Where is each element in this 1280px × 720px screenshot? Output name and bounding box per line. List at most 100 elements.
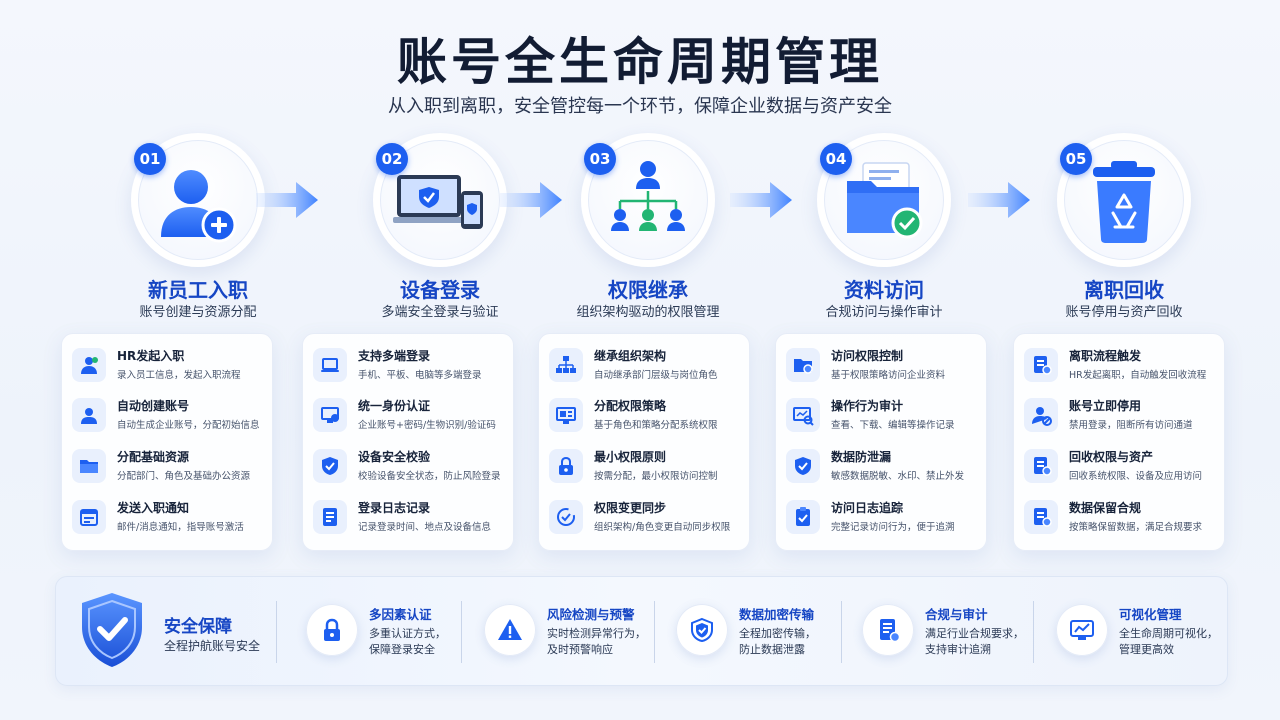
item-desc: 敏感数据脱敏、水印、禁止外发 <box>831 471 965 482</box>
list-item: 分配基础资源 分配部门、角色及基础办公资源 <box>72 443 268 487</box>
item-desc: HR发起离职，自动触发回收流程 <box>1069 370 1207 381</box>
item-desc: 手机、平板、电脑等多端登录 <box>358 370 482 381</box>
stage-permission: 03 权限继承 组织架构驱动的权限管理 <box>538 133 758 323</box>
divider <box>1033 601 1034 663</box>
item-title: 自动创建账号 <box>117 399 190 413</box>
item-desc: 回收系统权限、设备及应用访问 <box>1069 471 1203 482</box>
list-item: 离职流程触发 HR发起离职，自动触发回收流程 <box>1024 342 1220 386</box>
devices-icon <box>393 155 487 249</box>
item-desc: 查看、下载、编辑等操作记录 <box>831 420 955 431</box>
stage-number: 03 <box>584 143 616 175</box>
item-desc: 企业账号+密码/生物识别/验证码 <box>358 420 496 431</box>
divider <box>841 601 842 663</box>
list-item: 访问权限控制 基于权限策略访问企业资料 <box>786 342 982 386</box>
shield-icon <box>676 604 728 656</box>
feature-desc-1: 全生命周期可视化， <box>1119 627 1218 640</box>
item-title: 账号立即停用 <box>1069 399 1142 413</box>
security-title: 安全保障 <box>164 617 232 637</box>
folder-icon <box>72 449 106 483</box>
item-desc: 自动生成企业账号，分配初始信息 <box>117 420 260 431</box>
user-badge-icon <box>72 398 106 432</box>
stage-name: 离职回收 <box>1084 278 1164 302</box>
item-desc: 禁用登录，阻断所有访问通道 <box>1069 420 1193 431</box>
policy-icon <box>549 398 583 432</box>
feature-encryption: 数据加密传输 全程加密传输， 防止数据泄露 <box>676 600 846 664</box>
stage-desc: 账号创建与资源分配 <box>139 305 257 320</box>
flow-arrow-icon <box>730 182 792 218</box>
item-desc: 自动继承部门层级与岗位角色 <box>594 370 718 381</box>
stage-name: 资料访问 <box>844 278 924 302</box>
item-title: 登录日志记录 <box>358 501 431 515</box>
hierarchy-icon <box>549 348 583 382</box>
item-title: 分配权限策略 <box>594 399 667 413</box>
item-title: 统一身份认证 <box>358 399 431 413</box>
audit-icon <box>786 398 820 432</box>
stage-onboarding: 01 新员工入职 账号创建与资源分配 <box>88 133 308 323</box>
flow-arrow-icon <box>500 182 562 218</box>
list-item: 访问日志追踪 完整记录访问行为，便于追溯 <box>786 494 982 538</box>
item-title: 离职流程触发 <box>1069 349 1142 363</box>
list-item: 数据保留合规 按策略保留数据，满足合规要求 <box>1024 494 1220 538</box>
feature-desc-1: 全程加密传输， <box>739 627 816 640</box>
list-item: 权限变更同步 组织架构/角色变更自动同步权限 <box>549 494 745 538</box>
feature-desc-2: 及时预警响应 <box>547 643 613 656</box>
item-desc: 记录登录时间、地点及设备信息 <box>358 522 492 533</box>
item-desc: 基于权限策略访问企业资料 <box>831 370 946 381</box>
laptop-icon <box>313 348 347 382</box>
feature-desc-1: 多重认证方式， <box>369 627 446 640</box>
item-title: 回收权限与资产 <box>1069 450 1154 464</box>
org-chart-icon <box>601 155 695 249</box>
item-desc: 组织架构/角色变更自动同步权限 <box>594 522 731 533</box>
list-item: 账号立即停用 禁用登录，阻断所有访问通道 <box>1024 392 1220 436</box>
feature-risk: 风险检测与预警 实时检测异常行为， 及时预警响应 <box>484 600 654 664</box>
item-title: 数据保留合规 <box>1069 501 1142 515</box>
doc-return-icon <box>1024 449 1058 483</box>
item-title: 权限变更同步 <box>594 501 667 515</box>
item-desc: 按需分配，最小权限访问控制 <box>594 471 718 482</box>
stage-name: 权限继承 <box>608 278 688 302</box>
monitor-check-icon <box>313 398 347 432</box>
document-icon <box>862 604 914 656</box>
stage-number: 01 <box>134 143 166 175</box>
item-title: 访问日志追踪 <box>831 501 904 515</box>
security-bar: 安全保障 全程护航账号安全 多因素认证 多重认证方式， 保障登录安全 风险检测与… <box>55 576 1228 686</box>
list-item: 发送入职通知 邮件/消息通知，指导账号激活 <box>72 494 268 538</box>
flow-arrow-icon <box>256 182 318 218</box>
hr-user-icon <box>72 348 106 382</box>
doc-keep-icon <box>1024 500 1058 534</box>
feature-title: 多因素认证 <box>369 607 432 622</box>
page-title: 账号全生命周期管理 <box>397 33 883 91</box>
feature-desc-1: 实时检测异常行为， <box>547 627 646 640</box>
shield-check-icon <box>82 593 142 667</box>
feature-desc-1: 满足行业合规要求， <box>925 627 1024 640</box>
stage-card-device-login: 支持多端登录 手机、平板、电脑等多端登录 统一身份认证 企业账号+密码/生物识别… <box>302 333 514 551</box>
stage-name: 新员工入职 <box>148 278 248 302</box>
divider <box>461 601 462 663</box>
feature-title: 合规与审计 <box>925 607 988 622</box>
list-item: 数据防泄漏 敏感数据脱敏、水印、禁止外发 <box>786 443 982 487</box>
item-desc: 基于角色和策略分配系统权限 <box>594 420 718 431</box>
item-title: 支持多端登录 <box>358 349 431 363</box>
list-item: 支持多端登录 手机、平板、电脑等多端登录 <box>313 342 509 386</box>
stage-name: 设备登录 <box>400 278 480 302</box>
item-desc: 录入员工信息，发起入职流程 <box>117 370 241 381</box>
item-title: 发送入职通知 <box>117 501 190 515</box>
flow-arrow-icon <box>968 182 1030 218</box>
shield-check-icon <box>786 449 820 483</box>
doc-flow-icon <box>1024 348 1058 382</box>
item-title: 分配基础资源 <box>117 450 190 464</box>
stage-number: 04 <box>820 143 852 175</box>
item-desc: 校验设备安全状态，防止风险登录 <box>358 471 501 482</box>
stage-number: 05 <box>1060 143 1092 175</box>
feature-title: 可视化管理 <box>1119 607 1182 622</box>
stage-desc: 账号停用与资产回收 <box>1065 305 1183 320</box>
recycle-bin-icon <box>1077 155 1171 249</box>
folder-check-icon <box>837 155 931 249</box>
folder-lock-icon <box>786 348 820 382</box>
feature-compliance: 合规与审计 满足行业合规要求， 支持审计追溯 <box>862 600 1032 664</box>
calendar-icon <box>72 500 106 534</box>
stage-card-offboarding: 离职流程触发 HR发起离职，自动触发回收流程 账号立即停用 禁用登录，阻断所有访… <box>1013 333 1225 551</box>
sync-icon <box>549 500 583 534</box>
stage-card-onboarding: HR发起入职 录入员工信息，发起入职流程 自动创建账号 自动生成企业账号，分配初… <box>61 333 273 551</box>
feature-desc-2: 管理更高效 <box>1119 643 1174 656</box>
